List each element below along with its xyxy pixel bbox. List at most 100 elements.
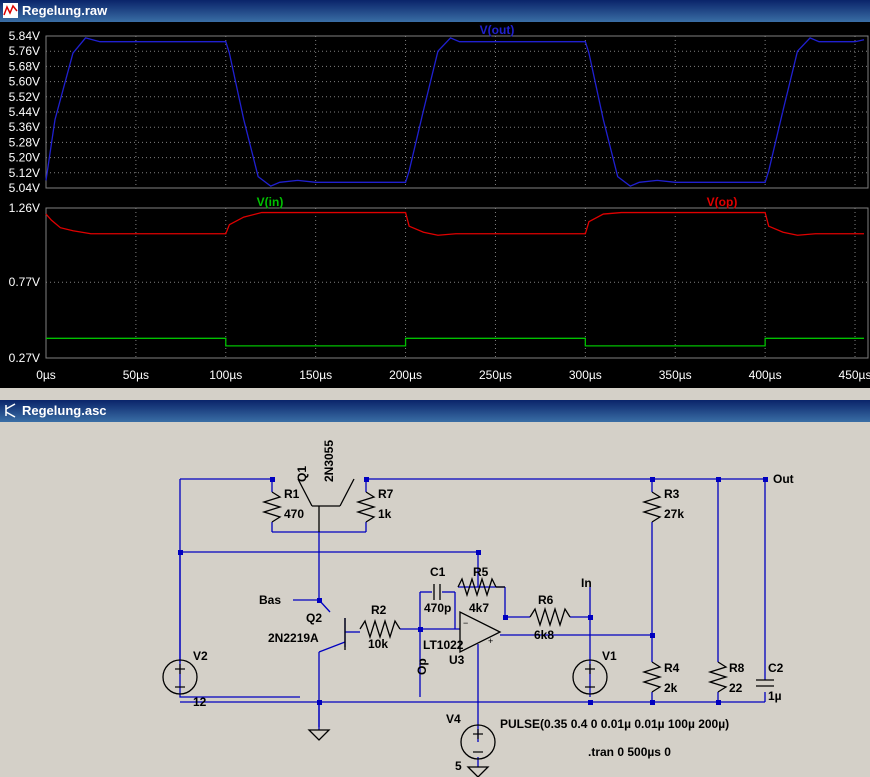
bas-label: Bas xyxy=(259,593,281,607)
y-tick-label: 5.44V xyxy=(9,105,40,119)
y-tick-label: 5.84V xyxy=(9,29,40,43)
y-tick-label: 5.28V xyxy=(9,135,40,149)
x-tick-label: 350µs xyxy=(659,368,692,382)
opamp-u3 xyxy=(459,610,502,654)
r8-value: 22 xyxy=(729,681,743,695)
trace-vout xyxy=(45,37,865,187)
junctions xyxy=(178,477,768,705)
r2-symbol xyxy=(359,618,401,640)
y-tick-label: 5.04V xyxy=(9,181,40,195)
x-tick-label: 250µs xyxy=(479,368,512,382)
trace-label[interactable]: V(out) xyxy=(480,23,515,37)
v2-name: V2 xyxy=(193,649,208,663)
c1-value: 470p xyxy=(424,601,451,615)
x-tick-label: 200µs xyxy=(389,368,422,382)
y-tick-label: 5.20V xyxy=(9,151,40,165)
r2-name: R2 xyxy=(371,603,387,617)
r4-name: R4 xyxy=(664,661,680,675)
y-tick-label: 5.12V xyxy=(9,166,40,180)
v1-symbol xyxy=(572,659,608,695)
r1-value: 470 xyxy=(284,507,304,521)
v2-symbol xyxy=(162,659,198,695)
y-tick-label: 0.27V xyxy=(9,351,40,365)
r5-value: 4k7 xyxy=(469,601,489,615)
op-label: Op xyxy=(415,658,429,675)
r7-value: 1k xyxy=(378,507,392,521)
r4-symbol xyxy=(641,661,663,693)
schematic-titlebar[interactable]: Regelung.asc xyxy=(0,400,870,422)
r7-symbol xyxy=(355,491,377,523)
c2-name: C2 xyxy=(768,661,784,675)
x-tick-label: 0µs xyxy=(36,368,56,382)
pane-frame xyxy=(45,207,869,359)
schematic-window-title: Regelung.asc xyxy=(22,403,107,418)
r8-name: R8 xyxy=(729,661,745,675)
r3-symbol xyxy=(641,491,663,523)
r3-value: 27k xyxy=(664,507,684,521)
v4-name: V4 xyxy=(446,712,461,726)
r8-symbol xyxy=(707,661,729,693)
y-tick-label: 1.26V xyxy=(9,201,40,215)
x-tick-label: 400µs xyxy=(749,368,782,382)
pane-vin-vop: 1.26V 0.77V 0.27V V(in) V(op) xyxy=(9,195,870,365)
out-label: Out xyxy=(773,472,794,486)
wires xyxy=(179,478,766,767)
r4-value: 2k xyxy=(664,681,678,695)
r3-name: R3 xyxy=(664,487,680,501)
trace-label[interactable]: V(in) xyxy=(257,195,284,209)
r5-name: R5 xyxy=(473,565,489,579)
pane-frame xyxy=(45,35,869,189)
v4-value: 5 xyxy=(455,759,462,773)
tran-directive[interactable]: .tran 0 500µs 0 xyxy=(588,745,671,759)
q1-name: Q1 xyxy=(295,466,309,482)
r7-name: R7 xyxy=(378,487,394,501)
y-tick-label: 5.76V xyxy=(9,44,40,58)
r1-name: R1 xyxy=(284,487,300,501)
x-tick-label: 450µs xyxy=(839,368,870,382)
resistors xyxy=(162,478,774,777)
y-tick-label: 0.77V xyxy=(9,275,40,289)
ground-2 xyxy=(466,766,490,777)
window-gap xyxy=(0,388,870,400)
v4-symbol xyxy=(460,724,496,760)
y-tick-label: 5.60V xyxy=(9,75,40,89)
y-tick-label: 5.52V xyxy=(9,90,40,104)
x-tick-label: 100µs xyxy=(209,368,242,382)
r6-value: 6k8 xyxy=(534,628,554,642)
trace-vop xyxy=(45,211,864,236)
schematic-canvas[interactable]: Q1 2N3055 R1 470 R7 1k R3 27k Out Bas Q2… xyxy=(0,422,870,777)
y-tick-label: 5.36V xyxy=(9,120,40,134)
ground-1 xyxy=(307,729,331,741)
svg-text:+: + xyxy=(488,636,493,646)
u3-name: U3 xyxy=(449,653,465,667)
in-label: In xyxy=(581,576,592,590)
transistor-icon xyxy=(5,403,16,418)
q2-name: Q2 xyxy=(306,611,322,625)
trace-label[interactable]: V(op) xyxy=(707,195,738,209)
q2-model: 2N2219A xyxy=(268,631,319,645)
trace-vin xyxy=(46,337,864,347)
waveform-icon xyxy=(3,3,18,18)
c1-name: C1 xyxy=(430,565,446,579)
pulse-directive[interactable]: PULSE(0.35 0.4 0 0.01µ 0.01µ 100µ 200µ) xyxy=(500,717,729,731)
x-axis: 0µs 50µs 100µs 150µs 200µs 250µs 300µs 350µs 400… xyxy=(36,368,870,382)
r1-symbol xyxy=(261,491,283,523)
waveform-window-title: Regelung.raw xyxy=(22,3,108,18)
svg-text:−: − xyxy=(463,618,468,628)
x-tick-label: 50µs xyxy=(123,368,149,382)
v1-name: V1 xyxy=(602,649,617,663)
waveform-titlebar[interactable]: Regelung.raw xyxy=(0,0,870,22)
r5-symbol xyxy=(457,576,497,598)
x-tick-label: 150µs xyxy=(299,368,332,382)
r2-value: 10k xyxy=(368,637,388,651)
r6-name: R6 xyxy=(538,593,554,607)
v2-value: 12 xyxy=(193,695,207,709)
u3-model: LT1022 xyxy=(423,638,464,652)
x-tick-label: 300µs xyxy=(569,368,602,382)
source-signs xyxy=(175,664,595,753)
r6-symbol xyxy=(529,606,571,628)
c2-value: 1µ xyxy=(768,689,782,703)
y-tick-label: 5.68V xyxy=(9,59,40,73)
